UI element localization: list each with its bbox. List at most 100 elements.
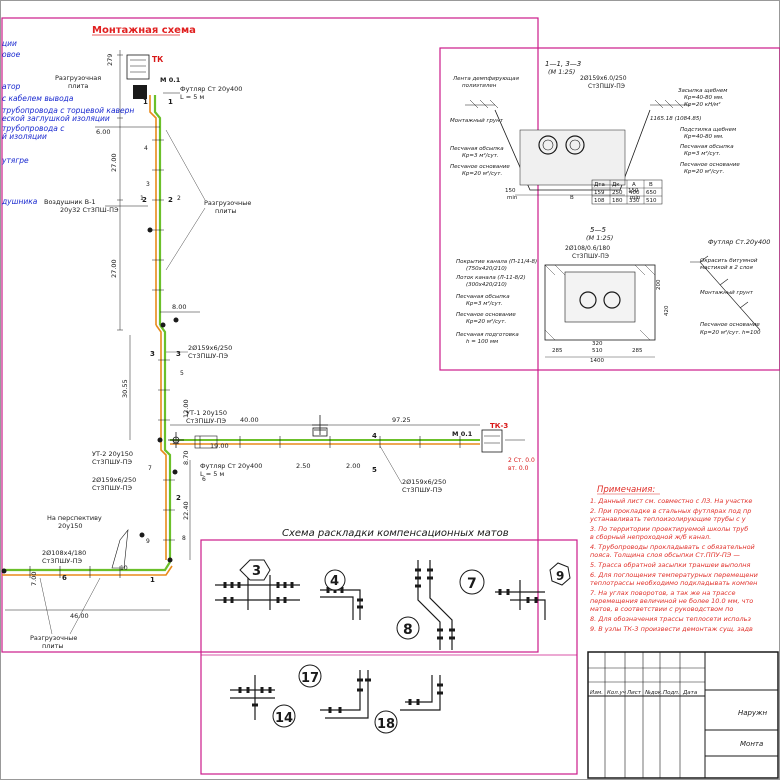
ground-hatch <box>465 99 690 109</box>
section-dims: 150 min B 150 min <box>505 188 641 201</box>
dim-label: 22.40 <box>182 501 190 520</box>
sand-bed <box>519 129 626 186</box>
dim-label: 2.00 <box>346 462 360 470</box>
section-right-notes: Засыпка щебнем Кр=40-80 мм. Кр=20 кН/м² … <box>650 88 740 175</box>
annotation: 20у32 Ст3ПШ-ПЭ <box>60 206 119 214</box>
note: Песчаное основание <box>450 164 510 170</box>
legend-line: овое <box>2 50 21 59</box>
node-marker <box>139 532 145 538</box>
note: Песчаное основание <box>680 162 740 168</box>
node-marker <box>157 437 163 443</box>
pipeline-route <box>2 95 480 578</box>
pipe-green-top <box>153 95 162 325</box>
note: мастикой в 2 слоя <box>700 265 753 271</box>
pipe-section <box>579 291 597 309</box>
title-block-cols: Изм. Кол.уч Лист №док. Подп. Дата <box>590 690 698 696</box>
pipe-dims-table: Дта Дк А В 159 250 400 650 108 180 330 5… <box>591 179 663 205</box>
node-number: 2 <box>177 195 181 202</box>
table-cell: 330 <box>629 198 640 204</box>
legend-line: душника <box>1 197 38 206</box>
table-cell: 400 <box>629 190 640 196</box>
node-number: 10 <box>120 565 128 572</box>
title-block: Изм. Кол.уч Лист №док. Подп. Дата Наружн… <box>587 651 779 779</box>
mat-number: 4 <box>330 574 339 589</box>
legend-line: ции <box>2 39 17 48</box>
dim-label: 19.00 <box>210 442 229 450</box>
node-marker <box>147 227 153 233</box>
annotation: L = 5 м <box>180 93 204 101</box>
channel-inner <box>564 271 636 323</box>
pipe-section <box>542 139 554 151</box>
mat-detail-7-8: 7 8 <box>396 560 485 650</box>
note: 1165.18 (1084.85) <box>650 116 702 122</box>
node-marker <box>172 469 178 475</box>
legend-line: й изоляции <box>2 132 47 141</box>
note-line: в сборный непроходной ж/б канал. <box>590 533 711 541</box>
section-mark: 1 <box>150 576 155 584</box>
futlyar-section-title: Футляр Ст.20у400 <box>708 238 770 246</box>
m01-label: М 0.1 <box>160 76 181 84</box>
dim-label: 285 <box>552 348 563 354</box>
trench-outline <box>494 109 651 191</box>
annotation: плита <box>68 82 88 90</box>
annotation: Ст3ПШУ-ПЭ <box>92 484 132 492</box>
annotation: Ст3ПШУ-ПЭ <box>402 486 442 494</box>
section-marks: 1 1 2 2 3 3 4 5 6 1 2 <box>62 98 377 584</box>
annotation: плиты <box>215 207 237 215</box>
section-pipe-label: Ст3ПШУ-ПЭ <box>572 253 609 260</box>
dim-label: 12.00 <box>182 399 190 418</box>
section-mark: 2 <box>142 196 147 204</box>
note-line: 3. По территории проектируемой школы тру… <box>590 525 748 533</box>
section-pipe-label: 2Ø108/0.6/180 <box>565 245 610 252</box>
pipe-green-mid <box>159 324 172 560</box>
annotation: На перспективу <box>47 514 102 522</box>
note-line: перемещения величиной не более 10.0 мм, … <box>590 597 753 605</box>
note-line: 6. Для поглощения температурных перемеще… <box>590 571 758 579</box>
table-cell: 650 <box>646 190 657 196</box>
dim-label: 1400 <box>590 358 604 364</box>
table-cell: 159 <box>594 190 605 196</box>
note: полиэтилен <box>462 83 497 89</box>
note: Кр=40-80 мм. <box>684 95 724 101</box>
mat-number: 17 <box>301 671 319 686</box>
node-number: 9 <box>146 538 150 545</box>
section-pipe-label: Ст3ПШУ-ПЭ <box>588 83 625 90</box>
annotation: Ст3ПШУ-ПЭ <box>186 417 226 425</box>
pipe-orange-top <box>149 95 157 325</box>
dim-label: B <box>570 195 574 201</box>
pipe-section <box>603 291 621 309</box>
tk-chamber: ТК М 0.1 <box>126 54 181 99</box>
node-marker <box>173 317 179 323</box>
note: Кр=3 м²/сут. <box>462 152 499 159</box>
dim-label: 200 <box>656 279 662 290</box>
dim-label: 8.00 <box>172 303 186 311</box>
annotation: 2Ø108х4/180 <box>42 549 86 557</box>
col-header: №док. <box>644 690 663 696</box>
mat-number: 3 <box>252 564 261 579</box>
node-number: 3 <box>146 181 150 188</box>
pipe-section <box>565 135 585 155</box>
title-block-name: Монта <box>740 740 763 748</box>
title-block-frame <box>587 651 779 779</box>
dim-label: 30.55 <box>121 379 129 398</box>
note: Монтажный грунт <box>450 118 504 124</box>
node-marker <box>160 322 166 328</box>
note-line: 8. Для обозначения трассы теплосети испо… <box>590 615 751 623</box>
note: Песчаная обсыпка <box>456 294 510 300</box>
table-header: Дта <box>594 182 605 188</box>
mat-detail-18: 18 <box>374 675 443 734</box>
dim-label: 510 <box>592 348 603 354</box>
channel-outer <box>544 264 656 341</box>
note-line: 5. Трасса обратной засыпки траншеи выпол… <box>590 561 751 569</box>
node-number: 5 <box>180 370 184 377</box>
dim-label: 150 <box>505 188 516 194</box>
table-cell: 250 <box>612 190 623 196</box>
junction-symbols <box>168 415 328 448</box>
dim-label: 285 <box>632 348 643 354</box>
note: Кр=20 м²/сут. <box>462 170 502 177</box>
annotation: 2Ø159х6/250 <box>402 478 446 486</box>
section-scale: (М 1:25) <box>586 234 613 242</box>
note: Покрытие канала (П-11/4-8) <box>456 259 537 265</box>
annotation: Ст3ПШУ-ПЭ <box>42 557 82 565</box>
